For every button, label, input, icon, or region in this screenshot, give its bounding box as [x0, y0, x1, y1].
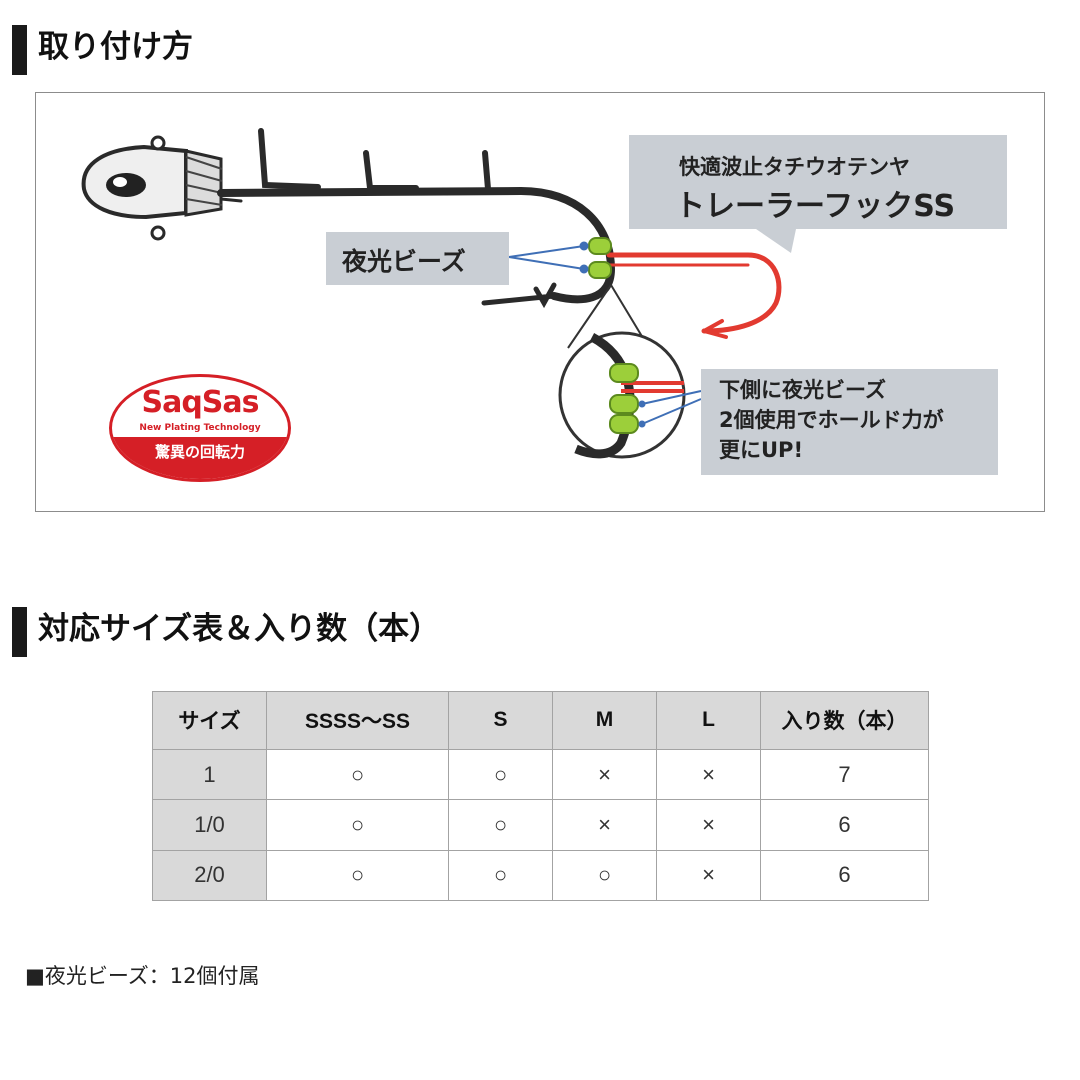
cell-compat: × [656, 748, 761, 801]
heading-title: 対応サイズ表＆入り数（本） [38, 611, 441, 647]
double-bead-line-3: 更にUP! [719, 438, 804, 462]
cell-size: 1 [152, 748, 267, 801]
header-quantity: 入り数（本） [760, 691, 929, 750]
cell-compat: ○ [448, 748, 553, 801]
table-row: 1 ○ ○ × × 7 [152, 748, 929, 801]
hook-shank [217, 128, 616, 309]
cell-size: 2/0 [152, 849, 267, 902]
footnote-included-beads: ■夜光ビーズ：12個付属 [25, 964, 260, 988]
heading-bar [12, 607, 27, 657]
header-sinker-s: S [448, 691, 553, 750]
cell-quantity: 6 [760, 849, 929, 902]
heading-title: 取り付け方 [38, 29, 193, 65]
product-name-text: トレーラーフックSS [675, 189, 956, 224]
header-sinker-ssss-ss: SSSS〜SS [266, 691, 449, 750]
cell-compat: × [656, 849, 761, 902]
zoom-inset [558, 284, 702, 459]
double-bead-line-2: 2個使用でホールド力が [719, 408, 944, 432]
saqsas-logo: SaqSas New Plating Technology 驚異の回転力 [109, 374, 291, 482]
trailer-hook [606, 252, 782, 339]
header-size: サイズ [152, 691, 267, 750]
double-bead-callout: 下側に夜光ビーズ 2個使用でホールド力が 更にUP! [701, 369, 998, 475]
cell-compat: × [552, 748, 657, 801]
logo-brand: SaqSas [141, 385, 259, 420]
logo-band: 驚異の回転力 [112, 437, 288, 479]
glow-beads-label: 夜光ビーズ [342, 247, 466, 276]
table-row: 2/0 ○ ○ ○ × 6 [152, 849, 929, 902]
cell-compat: ○ [266, 849, 449, 902]
cell-compat: × [656, 799, 761, 851]
heading-bar [12, 25, 27, 75]
cell-compat: ○ [266, 799, 449, 851]
product-series-text: 快適波止タチウオテンヤ [679, 155, 910, 179]
header-sinker-l: L [656, 691, 761, 750]
product-name-callout: 快適波止タチウオテンヤ トレーラーフックSS [629, 135, 1007, 229]
table-row: 1/0 ○ ○ × × 6 [152, 799, 929, 851]
cell-compat: × [552, 799, 657, 851]
callout-pointer [756, 229, 796, 253]
table-header-row: サイズ SSSS〜SS S M L 入り数（本） [152, 691, 929, 750]
logo-band-text: 驚異の回転力 [154, 443, 245, 461]
logo-tagline: New Plating Technology [139, 423, 261, 433]
cell-compat: ○ [266, 748, 449, 801]
size-table: サイズ SSSS〜SS S M L 入り数（本） 1 ○ ○ × × 7 1/0… [152, 691, 929, 902]
glow-beads [588, 237, 612, 279]
cell-compat: ○ [448, 799, 553, 851]
install-diagram: 快適波止タチウオテンヤ トレーラーフックSS 夜光ビーズ 下側に夜光ビーズ 2個… [35, 92, 1045, 512]
cell-quantity: 6 [760, 799, 929, 851]
cell-compat: ○ [552, 849, 657, 902]
glow-beads-callout: 夜光ビーズ [326, 232, 509, 285]
cell-size: 1/0 [152, 799, 267, 851]
header-sinker-m: M [552, 691, 657, 750]
cell-compat: ○ [448, 849, 553, 902]
bead-pointer-lines [508, 241, 589, 274]
double-bead-line-1: 下側に夜光ビーズ [719, 378, 886, 402]
cell-quantity: 7 [760, 748, 929, 801]
jig-head [81, 135, 223, 241]
tenya-rig-illustration [81, 128, 796, 459]
